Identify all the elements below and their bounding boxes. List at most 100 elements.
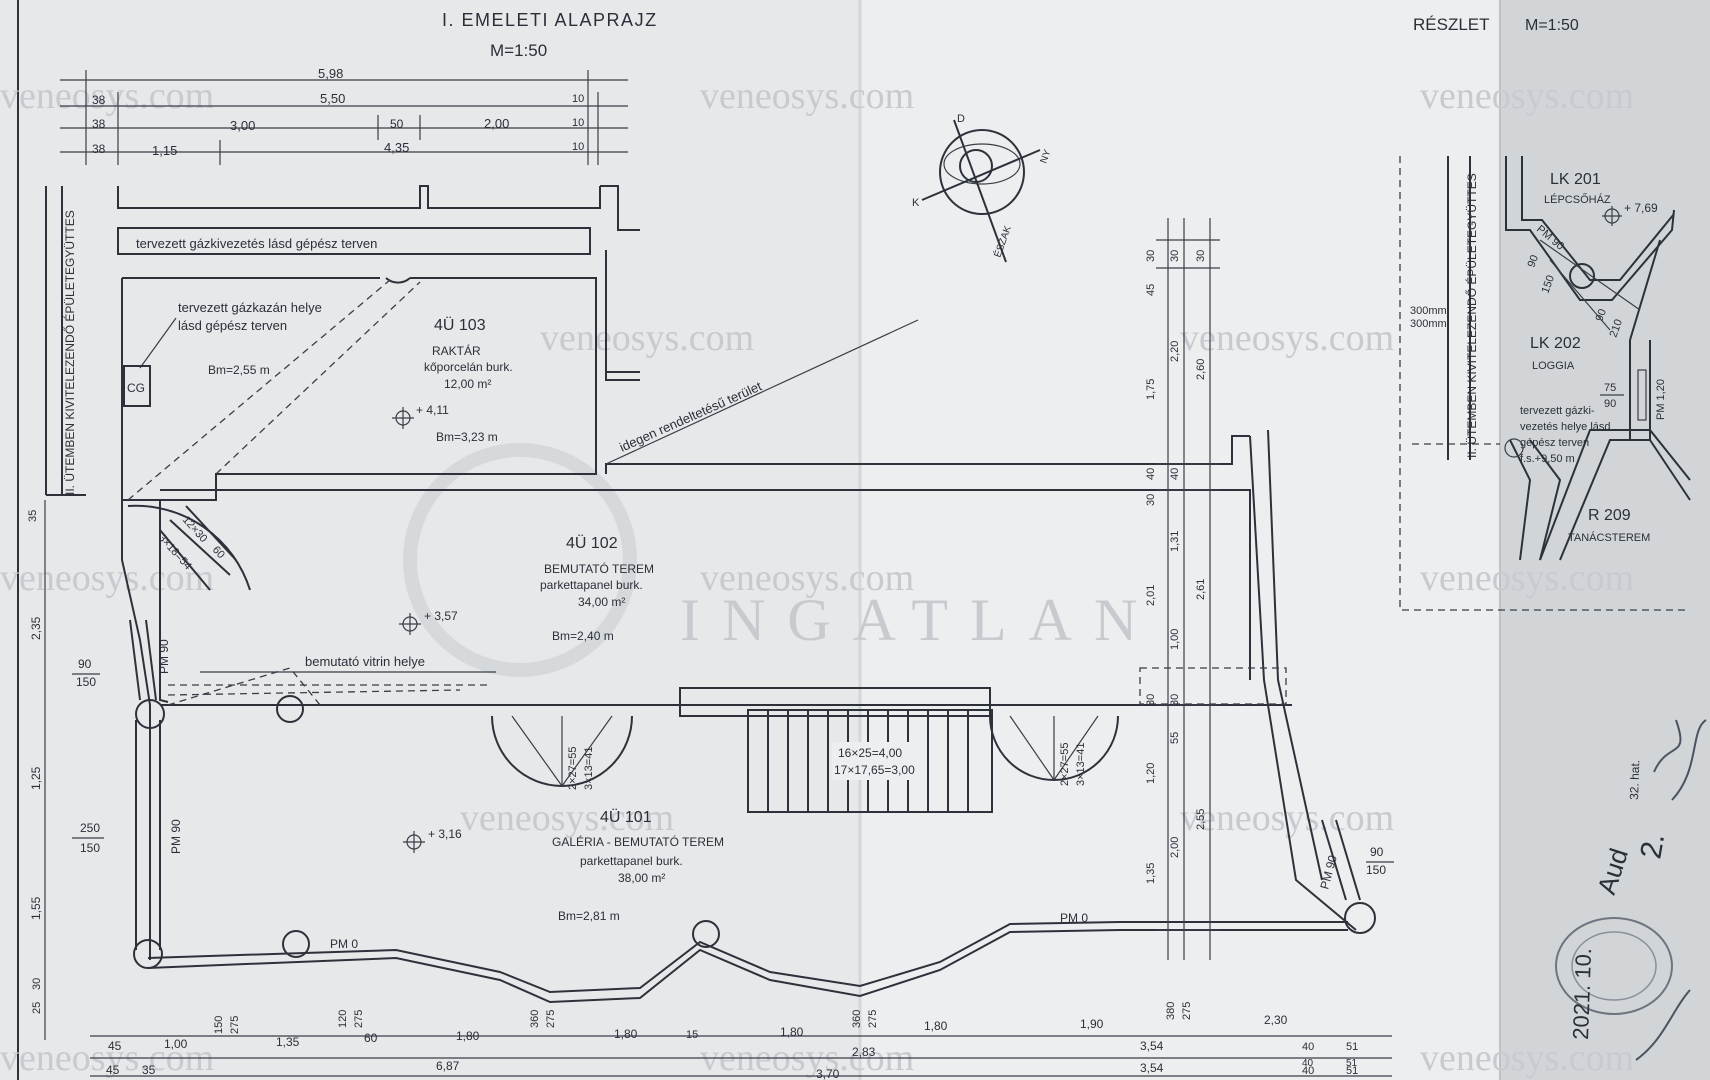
dim-label: 45 bbox=[106, 1063, 120, 1077]
dim-label: 35 bbox=[27, 510, 39, 522]
dim-label: 275 bbox=[1181, 1002, 1193, 1020]
level-mark: + 3,16 bbox=[428, 827, 462, 841]
dim-label: 55 bbox=[1169, 732, 1181, 744]
handwritten-signature: 2. bbox=[1634, 831, 1671, 861]
stage2-label-left: II. ÜTEMBEN KIVITELEZENDŐ ÉPÜLETEGYÜTTES bbox=[62, 210, 77, 495]
detail-dim: 90 bbox=[1594, 307, 1609, 323]
dim-label: 10 bbox=[572, 141, 584, 153]
dim-label: 1,80 bbox=[780, 1025, 804, 1039]
compass-label: K bbox=[912, 197, 920, 209]
room-floor: parkettapanel burk. bbox=[540, 578, 643, 592]
dim-label: 1,80 bbox=[924, 1019, 948, 1033]
dim-label: 2,30 bbox=[1264, 1013, 1288, 1027]
dim-label: 2,20 bbox=[1169, 341, 1181, 362]
detail-room-id: R 209 bbox=[1588, 507, 1631, 524]
columns bbox=[133, 695, 1376, 969]
dim-label: 2,00 bbox=[484, 116, 509, 131]
dim-label: 2,61 bbox=[1195, 579, 1207, 600]
paper-right bbox=[1500, 0, 1710, 1080]
detail-room-name: LÉPCSŐHÁZ bbox=[1544, 192, 1611, 206]
watermark: veneosys.com bbox=[1180, 317, 1394, 359]
room-area: 34,00 m² bbox=[578, 595, 625, 609]
window-dim: 150 bbox=[76, 675, 96, 689]
dim-label: 45 bbox=[1145, 284, 1157, 296]
stair-label: 3×13=41 bbox=[1075, 743, 1087, 786]
dim-label: 1,15 bbox=[152, 143, 177, 158]
dim-label: 1,75 bbox=[1145, 379, 1157, 400]
dim-label: 2,55 bbox=[1195, 809, 1207, 830]
dim-label: 40 bbox=[1302, 1041, 1314, 1053]
detail-mm: 300mm bbox=[1410, 305, 1447, 317]
dim-label: 275 bbox=[353, 1010, 365, 1028]
watermark: veneosys.com bbox=[1180, 797, 1394, 839]
top-dimensions: 5,98 5,50 3,00 50 2,00 1,15 4,35 38 38 3… bbox=[60, 66, 628, 165]
room-area: 38,00 m² bbox=[618, 871, 665, 885]
dim-label: 275 bbox=[545, 1010, 557, 1028]
bottom-dimensions: 45 1,00 1,35 60 1,80 1,80 15 1,80 1,80 1… bbox=[90, 1002, 1392, 1080]
room-102: 4Ü 102 BEMUTATÓ TEREM parkettapanel burk… bbox=[399, 534, 654, 643]
detail-dim: 210 bbox=[1608, 318, 1626, 339]
glass-facade bbox=[129, 619, 1361, 1004]
dim-label: 2,35 bbox=[29, 616, 43, 640]
window-dim: 150 bbox=[80, 841, 100, 855]
dim-label: 2,83 bbox=[852, 1045, 876, 1059]
detail-title: RÉSZLET bbox=[1413, 15, 1490, 34]
detail-note: tervezett gázki- bbox=[1520, 405, 1595, 417]
room-id: 4Ü 101 bbox=[600, 808, 652, 826]
detail-dim: 90 bbox=[1604, 398, 1616, 410]
stair-label: 2×27=55 bbox=[567, 747, 579, 790]
boiler-note: tervezett gázkazán helye bbox=[178, 300, 322, 315]
room-id: 4Ü 103 bbox=[434, 316, 486, 334]
dim-label: 5,50 bbox=[320, 91, 345, 106]
dim-label: 275 bbox=[229, 1016, 241, 1034]
dim-label: 30 bbox=[1169, 250, 1181, 262]
dim-label: 1,31 bbox=[1169, 531, 1181, 552]
dim-label: 3,70 bbox=[816, 1067, 840, 1080]
dim-label: 30 bbox=[31, 978, 43, 990]
dim-label: 3,00 bbox=[230, 118, 255, 133]
dim-label: 25 bbox=[31, 1002, 43, 1014]
dim-label: 40 bbox=[1169, 468, 1181, 480]
window-pm: PM 90 bbox=[157, 639, 171, 674]
watermark: veneosys.com bbox=[700, 557, 914, 599]
detail-scale: M=1:50 bbox=[1525, 17, 1579, 34]
dim-label: 35 bbox=[142, 1063, 156, 1077]
watermark: veneosys.com bbox=[0, 557, 214, 599]
dim-label: 50 bbox=[390, 117, 404, 131]
room-name: GALÉRIA - BEMUTATÓ TEREM bbox=[552, 834, 724, 849]
dim-label: 38 bbox=[92, 117, 106, 131]
window-labels: PM 90 90 150 PM 90 250 150 PM 0 PM 0 PM … bbox=[72, 639, 1394, 951]
dim-label: 120 bbox=[337, 1010, 349, 1028]
dim-label: 1,35 bbox=[1145, 863, 1157, 884]
watermark: veneosys.com bbox=[0, 75, 214, 117]
dim-label: 40 bbox=[1302, 1065, 1314, 1077]
watermark: veneosys.com bbox=[460, 797, 674, 839]
dim-label: 1,80 bbox=[456, 1029, 480, 1043]
right-dimensions: 30 45 1,75 40 30 2,01 30 1,20 1,35 30 2,… bbox=[1145, 218, 1220, 960]
stamp-text: 32. hat. bbox=[1627, 760, 1642, 800]
window-pm: PM 90 bbox=[169, 819, 183, 854]
stair-label: 2×27=55 bbox=[1059, 743, 1071, 786]
room-name: BEMUTATÓ TEREM bbox=[544, 561, 654, 576]
window-dim: 90 bbox=[78, 657, 92, 671]
dim-label: 1,80 bbox=[614, 1027, 638, 1041]
level-mark: + 3,57 bbox=[424, 609, 458, 623]
dim-label: 275 bbox=[867, 1010, 879, 1028]
room-bm: Bm=3,23 m bbox=[436, 430, 498, 444]
dim-label: 360 bbox=[851, 1010, 863, 1028]
dim-label: 10 bbox=[572, 93, 584, 105]
compass-label: D bbox=[957, 113, 965, 125]
window-pm: PM 0 bbox=[1060, 911, 1088, 925]
watermark: veneosys.com bbox=[540, 317, 754, 359]
level-mark: + 4,11 bbox=[416, 403, 449, 417]
vitrin-note: bemutató vitrin helye bbox=[305, 654, 425, 669]
stamp-and-signature: 2021. 10. Aud 2. 32. hat. bbox=[1555, 719, 1707, 1061]
logo-watermark-letters: INGATLAN bbox=[680, 587, 1159, 653]
detail-note: f.s.+9,50 m bbox=[1520, 453, 1575, 465]
stage2-label-right: II. ÜTEMBEN KIVITELEZENDŐ ÉPÜLETEGYÜTTES bbox=[1464, 173, 1479, 458]
window-dim: 90 bbox=[1370, 845, 1384, 859]
detail-level: + 7,69 bbox=[1624, 201, 1658, 215]
dim-label: 2,60 bbox=[1195, 359, 1207, 380]
paper-left bbox=[0, 0, 860, 1080]
